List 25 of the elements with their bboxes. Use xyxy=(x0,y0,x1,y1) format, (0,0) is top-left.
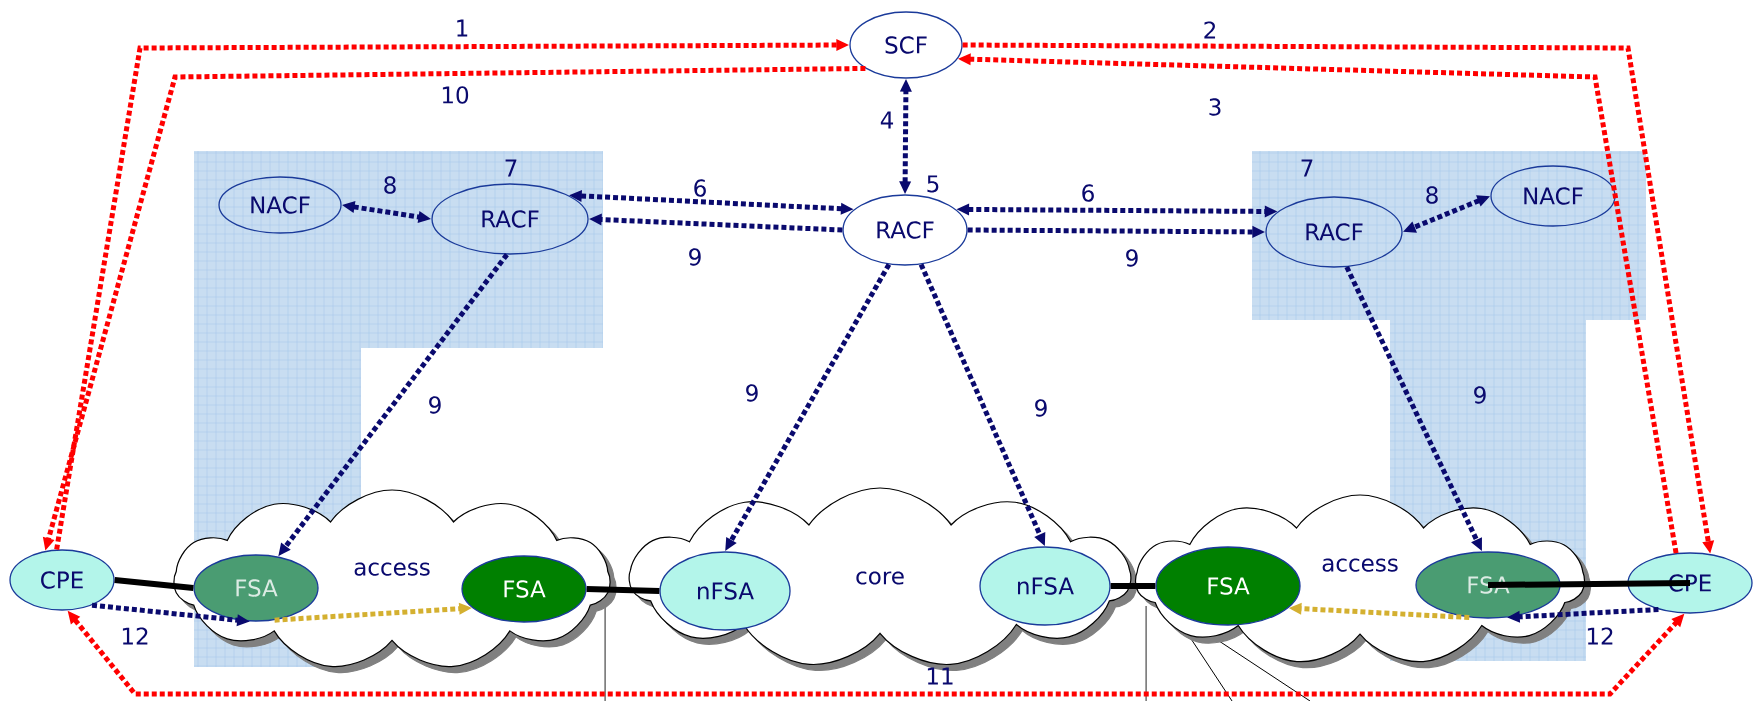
edge-label: 9 xyxy=(1035,399,1047,417)
edge-label: 9 xyxy=(1126,249,1138,267)
edge-label: 9 xyxy=(746,384,758,402)
edge-label: 8 xyxy=(384,176,396,194)
connector-line xyxy=(114,577,194,591)
edge-label: 11 xyxy=(927,667,953,685)
edge-label: 8 xyxy=(1426,186,1438,204)
edge-label: 2 xyxy=(1204,21,1216,39)
edge-label: 12 xyxy=(1587,627,1613,645)
edge-label: 10 xyxy=(442,86,469,104)
edge-label: 9 xyxy=(689,248,701,266)
connector-line xyxy=(1487,580,1691,588)
number-label: 5 xyxy=(927,175,939,193)
edge-label: 6 xyxy=(1082,184,1094,202)
edge-label: 12 xyxy=(122,627,148,645)
edge-label: 9 xyxy=(429,396,441,414)
edge-label: 3 xyxy=(1209,98,1221,116)
edge-label: 6 xyxy=(694,179,706,197)
number-label: 7 xyxy=(505,159,517,177)
edge-label: 4 xyxy=(880,111,894,129)
edge-label: 9 xyxy=(1474,386,1486,404)
edge-label: 1 xyxy=(457,19,468,37)
number-label: 7 xyxy=(1301,159,1313,177)
connector-line xyxy=(586,586,660,594)
connector-line xyxy=(1110,583,1156,589)
